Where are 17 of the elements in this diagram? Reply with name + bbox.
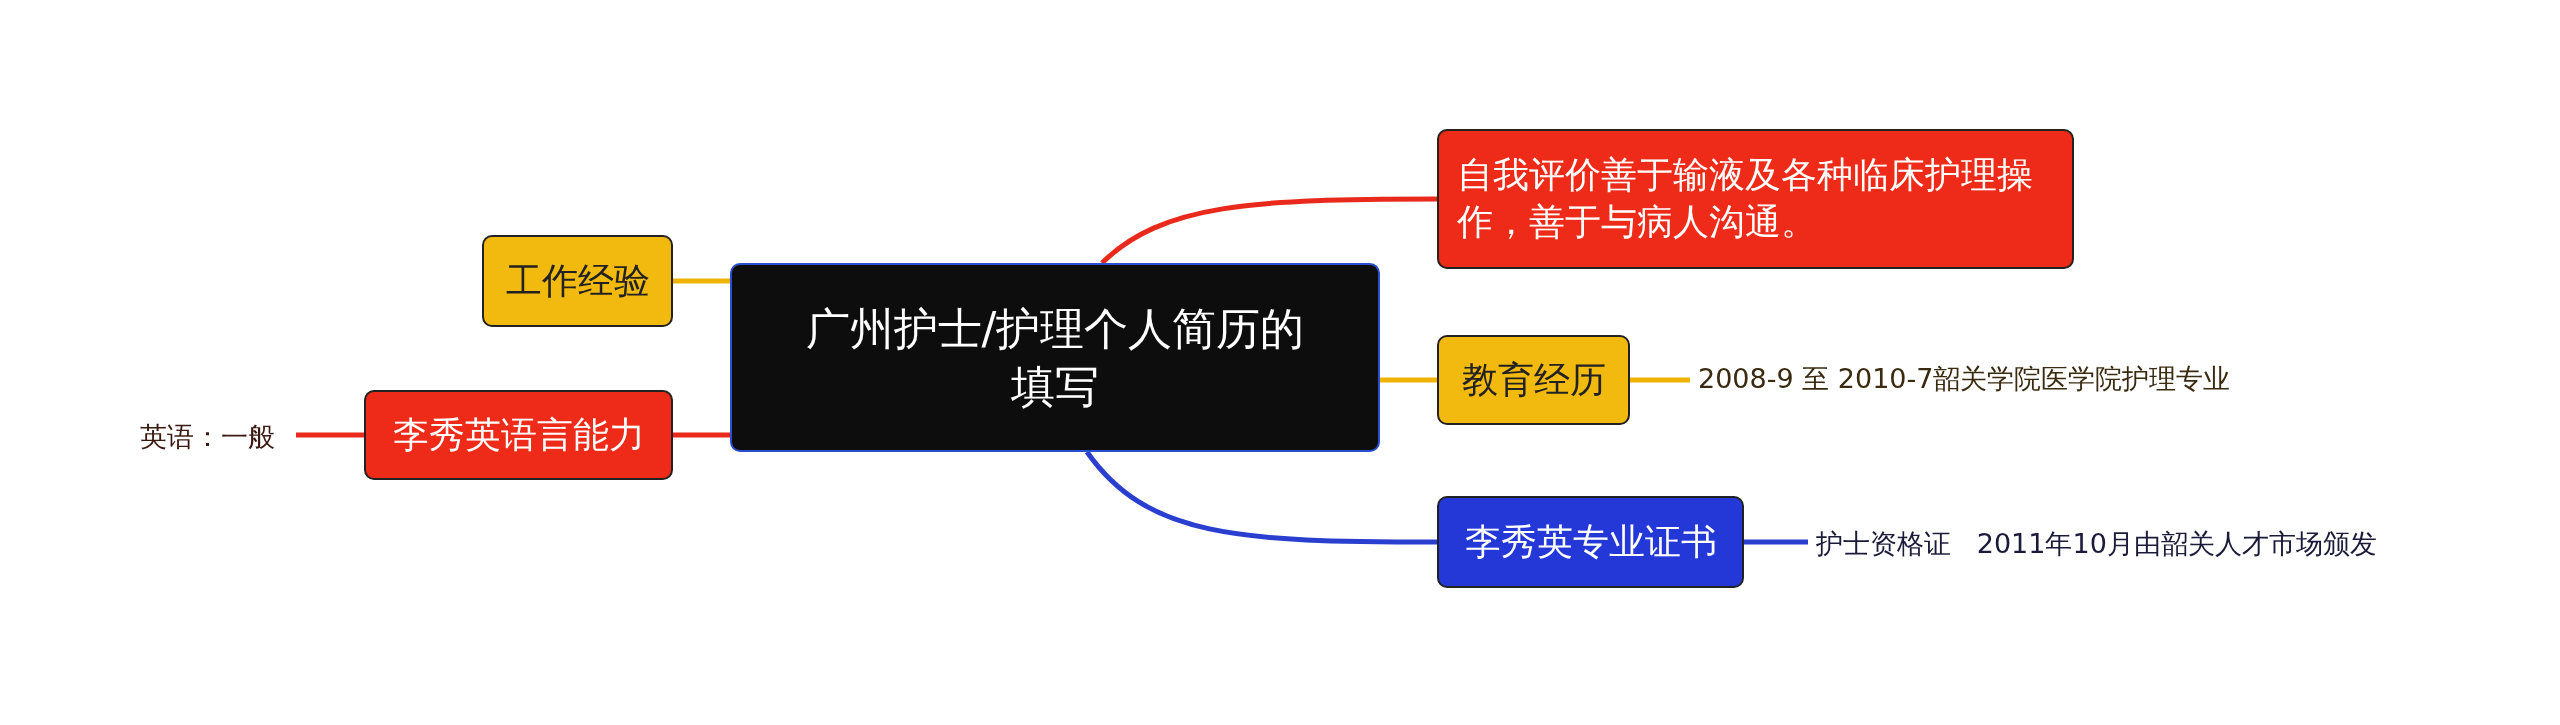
connector-line bbox=[673, 432, 730, 438]
topic-box: 广州护士/护理个人简历的填写 bbox=[730, 263, 1380, 452]
branch-box: 李秀英专业证书 bbox=[1437, 496, 1744, 588]
leaf-text: 护士资格证 2011年10月由韶关人才市场颁发 bbox=[1816, 527, 2377, 562]
connector-line bbox=[1100, 196, 1437, 265]
branch-box: 工作经验 bbox=[482, 235, 673, 327]
leaf-text: 2008-9 至 2010-7韶关学院医学院护理专业 bbox=[1698, 362, 2231, 397]
connector-line bbox=[1085, 450, 1437, 545]
branch-box: 自我评价善于输液及各种临床护理操作，善于与病人沟通。 bbox=[1437, 129, 2074, 269]
connector-line bbox=[1380, 377, 1437, 383]
connector-line bbox=[1744, 539, 1808, 545]
branch-box: 教育经历 bbox=[1437, 335, 1630, 425]
connector-line bbox=[673, 278, 730, 284]
connector-line bbox=[296, 432, 364, 438]
connector-line bbox=[1630, 377, 1690, 383]
branch-box: 李秀英语言能力 bbox=[364, 390, 673, 480]
leaf-text: 英语：一般 bbox=[140, 420, 275, 455]
